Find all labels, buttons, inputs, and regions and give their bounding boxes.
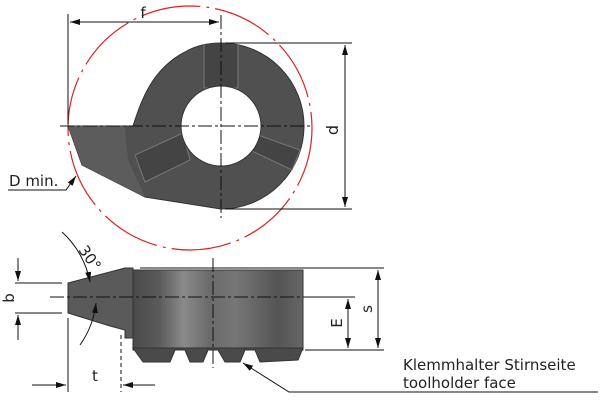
side-view: 30° b t E s Klemmhalter Stirnseite toolh… — [0, 231, 598, 393]
toolholder-face-leader — [242, 362, 598, 393]
insert-body-side — [132, 269, 304, 351]
note-english: toolholder face — [403, 374, 516, 392]
angle-label: 30° — [75, 242, 105, 274]
t-label: t — [92, 367, 98, 385]
tail-face — [68, 126, 145, 197]
d-label: d — [323, 125, 342, 135]
angle-arc-top — [61, 231, 92, 283]
top-view: f d D min. — [8, 4, 352, 251]
angle-arc-bottom — [79, 302, 98, 346]
s-label: s — [358, 305, 376, 313]
bottom-teeth — [132, 347, 304, 363]
f-label: f — [140, 4, 146, 22]
e-label: E — [328, 318, 346, 327]
b-label: b — [0, 293, 18, 303]
d-min-circle — [67, 5, 313, 251]
d-min-leader — [8, 175, 77, 191]
d-min-label: D min. — [9, 172, 58, 190]
note-german: Klemmhalter Stirnseite — [403, 356, 576, 374]
insert-tip-side — [67, 267, 134, 339]
chip-groove-left — [134, 132, 191, 183]
